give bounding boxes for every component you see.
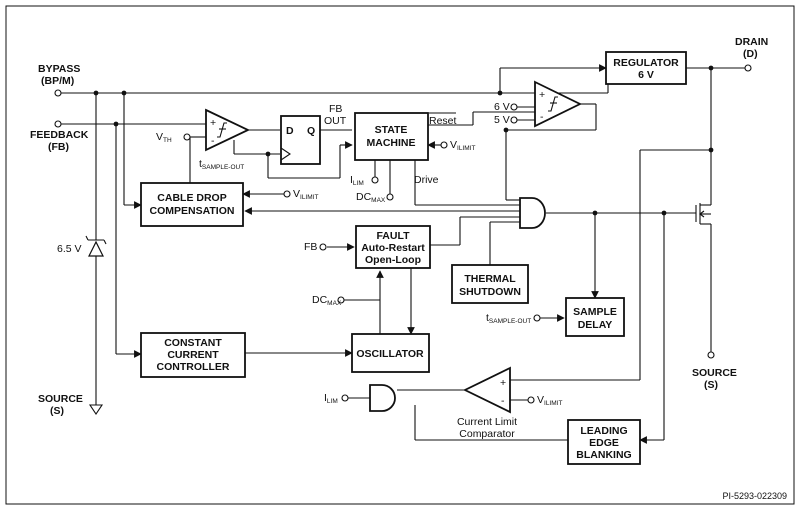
fb-comparator (205, 108, 251, 152)
byp-comp-plus: + (539, 89, 545, 101)
ff-d-label: D (286, 125, 294, 137)
constant-current-line3: CONTROLLER (157, 361, 230, 373)
pin-source-left-label: SOURCE (38, 393, 83, 405)
pin-source-left-sub: (S) (50, 405, 64, 417)
oscillator-label: OSCILLATOR (356, 348, 424, 360)
state-machine-line2: MACHINE (367, 137, 416, 149)
ref-6v-label: 6 V (494, 101, 510, 113)
mosfet-icon (695, 203, 711, 225)
sample-delay-line1: SAMPLE (573, 306, 617, 318)
cable-drop-block (140, 182, 244, 227)
outer-border (5, 5, 795, 505)
vilimit-label-1: VILIMIT (450, 139, 475, 152)
pin-source-right-label: SOURCE (692, 367, 737, 379)
constant-current-block (140, 332, 246, 378)
vilimit-label-2: VILIMIT (293, 188, 318, 201)
comparator-caption-1: Current Limit (457, 416, 517, 428)
dcmax-label-1: DCMAX (356, 191, 386, 204)
state-machine-line1: STATE (375, 124, 408, 136)
sample-delay-line2: DELAY (578, 319, 613, 331)
and-gate-main (519, 197, 546, 229)
oscillator-block (351, 333, 430, 373)
fault-line2: Auto-Restart (361, 242, 425, 254)
leading-edge-line2: EDGE (589, 437, 619, 449)
pin-source-right-sub: (S) (704, 379, 718, 391)
dcmax-label-2: DCMAX (312, 294, 342, 307)
pin-bypass-label: BYPASS (38, 63, 80, 75)
regulator-line2: 6 V (638, 69, 654, 81)
fault-line3: Open-Loop (365, 254, 421, 266)
zener-diode-icon (85, 235, 107, 257)
pin-feedback-sub: (FB) (48, 141, 69, 153)
ilim-comp-minus: - (501, 395, 505, 407)
pin-bypass-sub: (BP/M) (41, 75, 74, 87)
thermal-line2: SHUTDOWN (459, 286, 521, 298)
cable-drop-line1: CABLE DROP (157, 192, 226, 204)
fb-comp-minus: - (211, 135, 215, 147)
regulator-line1: REGULATOR (613, 57, 679, 69)
pin-drain-label: DRAIN (735, 36, 768, 48)
junctions (93, 65, 714, 216)
ilim-label-2: ILIM (324, 392, 338, 405)
ground-icon (88, 404, 104, 415)
thermal-line1: THERMAL (464, 273, 516, 285)
cable-drop-line2: COMPENSATION (150, 205, 235, 217)
tsample-label-2: tSAMPLE-OUT (486, 312, 531, 325)
zener-label: 6.5 V (57, 243, 82, 255)
fb-out-line1: FB (329, 103, 342, 115)
leading-edge-line1: LEADING (580, 425, 627, 437)
state-machine-block (354, 112, 429, 161)
ff-q-label: Q (307, 125, 315, 137)
fault-block (355, 225, 431, 269)
constant-current-line1: CONSTANT (164, 337, 222, 349)
ref-5v-label: 5 V (494, 114, 510, 126)
fb-comp-plus: + (210, 117, 216, 129)
and-gate-ilim (369, 384, 396, 412)
leading-edge-block (567, 419, 641, 465)
current-limit-comparator (462, 366, 511, 414)
constant-current-line2: CURRENT (167, 349, 219, 361)
tsample-label-1: tSAMPLE-OUT (199, 158, 244, 171)
sample-delay-block (565, 297, 625, 337)
byp-comp-minus: - (540, 111, 544, 123)
fb-out-line2: OUT (324, 115, 347, 127)
regulator-block (605, 51, 687, 85)
wires (61, 64, 745, 444)
drive-label: Drive (414, 174, 439, 186)
fb-input-label: FB (304, 241, 317, 253)
pin-feedback-label: FEEDBACK (30, 129, 89, 141)
vth-label: VTH (156, 131, 172, 144)
flip-flop-block (280, 115, 321, 165)
bypass-comparator (534, 80, 583, 128)
fault-line1: FAULT (376, 230, 410, 242)
ilim-comp-plus: + (500, 377, 506, 389)
reset-label: Reset (429, 115, 457, 127)
part-id: PI-5293-022309 (722, 491, 787, 501)
vilimit-label-3: VILIMIT (537, 394, 562, 407)
comparator-caption-2: Comparator (459, 428, 515, 440)
thermal-block (451, 264, 529, 304)
pin-terminals (54, 64, 752, 404)
leading-edge-line3: BLANKING (576, 449, 631, 461)
ilim-label-1: ILIM (350, 174, 364, 187)
pin-drain-sub: (D) (743, 48, 758, 60)
